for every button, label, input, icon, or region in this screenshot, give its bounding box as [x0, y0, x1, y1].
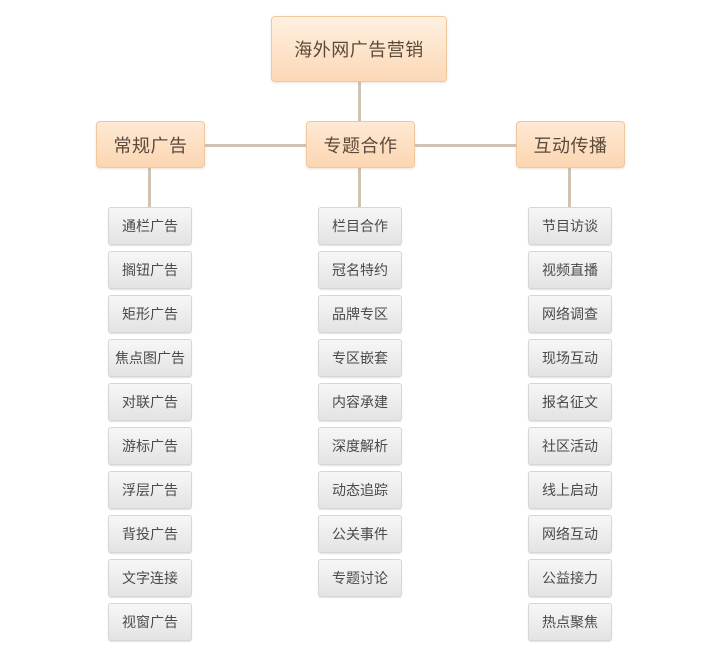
list-item: 深度解析	[318, 427, 402, 465]
list-item: 动态追踪	[318, 471, 402, 509]
list-item: 文字连接	[108, 559, 192, 597]
list-item: 网络互动	[528, 515, 612, 553]
list-item: 视频直播	[528, 251, 612, 289]
list-item: 热点聚焦	[528, 603, 612, 641]
list-item: 栏目合作	[318, 207, 402, 245]
list-item: 专题讨论	[318, 559, 402, 597]
list-item: 游标广告	[108, 427, 192, 465]
category-node-topic-cooperation: 专题合作	[306, 121, 415, 168]
list-item: 节目访谈	[528, 207, 612, 245]
list-item: 报名征文	[528, 383, 612, 421]
list-item: 专区嵌套	[318, 339, 402, 377]
list-regular-ads: 通栏广告 搁钮广告 矩形广告 焦点图广告 对联广告 游标广告 浮层广告 背投广告…	[108, 207, 192, 647]
list-item: 公关事件	[318, 515, 402, 553]
category-node-interactive-promotion: 互动传播	[516, 121, 625, 168]
list-item: 现场互动	[528, 339, 612, 377]
connector-cat3-to-list	[568, 168, 571, 207]
root-node: 海外网广告营销	[271, 16, 447, 82]
list-item: 浮层广告	[108, 471, 192, 509]
list-item: 品牌专区	[318, 295, 402, 333]
connector-root-to-center	[358, 82, 361, 121]
list-item: 公益接力	[528, 559, 612, 597]
list-item: 通栏广告	[108, 207, 192, 245]
list-item: 对联广告	[108, 383, 192, 421]
list-item: 内容承建	[318, 383, 402, 421]
list-item: 搁钮广告	[108, 251, 192, 289]
list-item: 矩形广告	[108, 295, 192, 333]
list-interactive-promotion: 节目访谈 视频直播 网络调查 现场互动 报名征文 社区活动 线上启动 网络互动 …	[528, 207, 612, 647]
connector-center-to-right	[415, 144, 516, 147]
connector-left-to-center	[205, 144, 306, 147]
list-item: 背投广告	[108, 515, 192, 553]
list-item: 社区活动	[528, 427, 612, 465]
list-topic-cooperation: 栏目合作 冠名特约 品牌专区 专区嵌套 内容承建 深度解析 动态追踪 公关事件 …	[318, 207, 402, 603]
list-item: 线上启动	[528, 471, 612, 509]
list-item: 焦点图广告	[108, 339, 192, 377]
category-node-regular-ads: 常规广告	[96, 121, 205, 168]
list-item: 冠名特约	[318, 251, 402, 289]
list-item: 视窗广告	[108, 603, 192, 641]
connector-cat1-to-list	[148, 168, 151, 207]
list-item: 网络调查	[528, 295, 612, 333]
connector-cat2-to-list	[358, 168, 361, 207]
